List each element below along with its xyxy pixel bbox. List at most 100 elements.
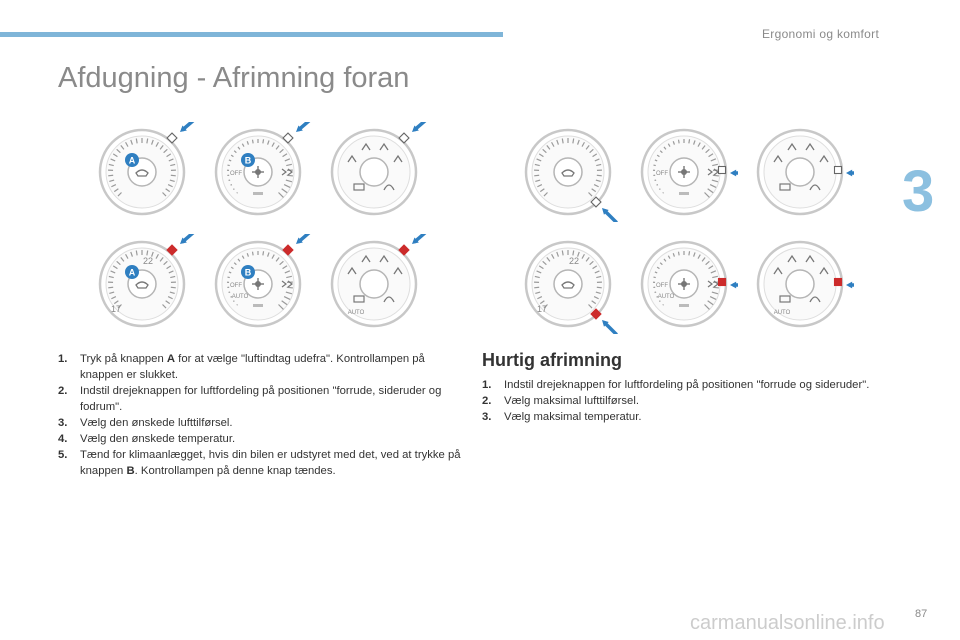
- dial-tick: [162, 304, 167, 309]
- dial-tick: [536, 270, 542, 274]
- step-item: 2.Vælg maksimal lufttilførsel.: [482, 393, 882, 409]
- indicator-lamp: [717, 277, 727, 287]
- rear-defrost-icon: [779, 183, 791, 191]
- dial-tick: [677, 251, 680, 256]
- dial-tick: [130, 139, 133, 145]
- dial-tick: [285, 291, 293, 295]
- dial-tick: [537, 184, 543, 188]
- dial-tick: [662, 192, 664, 194]
- dial-tick: [135, 250, 138, 256]
- dial-tick: [577, 139, 580, 145]
- dial-tick: [233, 262, 237, 266]
- dial-tick: [672, 253, 675, 257]
- dial-tick: [543, 192, 548, 197]
- step-bold-label: A: [166, 353, 176, 365]
- dial-tick: [539, 188, 545, 193]
- dial-tick: [705, 260, 710, 266]
- dial-tick: [110, 158, 116, 162]
- dial-temp-figure-a: A: [98, 122, 195, 216]
- step-number: 2.: [482, 395, 492, 407]
- dial-tick: [233, 150, 237, 154]
- pointer-arrowhead: [412, 125, 419, 132]
- dial-tick: [596, 174, 602, 177]
- dial-tick: [241, 255, 245, 259]
- windshield-icon: [809, 296, 821, 303]
- dial-tick: [693, 252, 696, 257]
- button-badge-label: A: [129, 268, 136, 278]
- airflow-icon: [819, 266, 829, 275]
- dial-tick: [283, 184, 291, 188]
- pointer-arrow: [413, 234, 427, 244]
- rear-defrost-icon: [353, 295, 365, 303]
- dial-tick: [572, 138, 575, 144]
- button-badge: [125, 153, 139, 167]
- dial-ticks: [652, 139, 719, 198]
- dial-tick: [556, 251, 559, 257]
- dial-tick: [170, 286, 176, 289]
- dial-tick: [271, 142, 275, 147]
- off-label: OFF: [656, 171, 668, 177]
- dial-tick: [546, 257, 551, 262]
- dial-tick: [534, 286, 540, 289]
- dial-tick: [592, 153, 598, 158]
- pointer-arrowhead: [412, 237, 419, 244]
- defog-steps-list: 1.Tryk på knappen A for at vælge "luftin…: [58, 351, 463, 479]
- dial-tick: [561, 138, 564, 144]
- dial-tick: [108, 174, 114, 177]
- dial-tick: [281, 188, 288, 194]
- dial-tick: [170, 174, 176, 177]
- car-icon: [135, 169, 149, 177]
- dial-tick: [688, 139, 691, 144]
- dial-tick: [109, 179, 115, 182]
- airflow-icon: [379, 254, 389, 263]
- dial-tick: [653, 276, 656, 279]
- indicator-lamp: [833, 165, 843, 175]
- dial-tick: [595, 291, 601, 294]
- dial-tick: [534, 174, 540, 177]
- dial-ticks: [108, 250, 176, 309]
- dial-tick: [593, 296, 599, 300]
- dial-tick: [281, 300, 288, 306]
- dial-tick: [237, 258, 241, 262]
- dial-tick: [659, 188, 661, 190]
- dial-tick: [278, 192, 284, 198]
- dial-tick: [113, 300, 119, 305]
- car-icon: [135, 281, 149, 289]
- dial-tick: [116, 260, 121, 266]
- temp-low-label: 17: [537, 304, 547, 314]
- airflow-icon: [805, 254, 815, 263]
- dial-tick: [534, 275, 540, 279]
- step-text: Vælg den ønskede lufttilførsel.: [80, 417, 233, 429]
- dial-tick: [688, 251, 691, 256]
- dial-tick: [120, 145, 125, 150]
- dial-tick: [556, 139, 559, 145]
- airflow-icon: [361, 142, 371, 151]
- step-item: 2.Indstil drejeknappen for luftfordeling…: [58, 383, 463, 415]
- dial-tick: [279, 260, 284, 266]
- dial-knob: [553, 269, 583, 299]
- chapter-number: 3: [902, 159, 935, 224]
- windshield-icon: [383, 296, 395, 303]
- dial-ticks: [534, 250, 602, 309]
- knob-indicator: [253, 192, 263, 195]
- dial-tick: [659, 150, 663, 154]
- dial-tick: [230, 266, 234, 270]
- auto-label: AUTO: [658, 294, 675, 300]
- button-badge-label: B: [245, 156, 252, 166]
- dial-tick: [667, 255, 671, 259]
- dial-tick: [241, 143, 245, 147]
- dial-ticks: [652, 251, 719, 310]
- dial-tick: [146, 138, 149, 144]
- indicator-lamp: [282, 132, 294, 144]
- dial-tick: [284, 270, 291, 274]
- airflow-icon: [805, 142, 815, 151]
- dial-tick: [542, 260, 547, 266]
- dial-tick: [693, 140, 696, 145]
- dial-tick: [271, 254, 275, 259]
- indicator-lamp: [282, 244, 294, 256]
- dial-tick: [165, 300, 171, 305]
- dial-tick: [227, 276, 230, 279]
- dial-tick: [662, 304, 664, 306]
- dial-tick: [546, 145, 551, 150]
- step-item: 3.Vælg maksimal temperatur.: [482, 409, 882, 425]
